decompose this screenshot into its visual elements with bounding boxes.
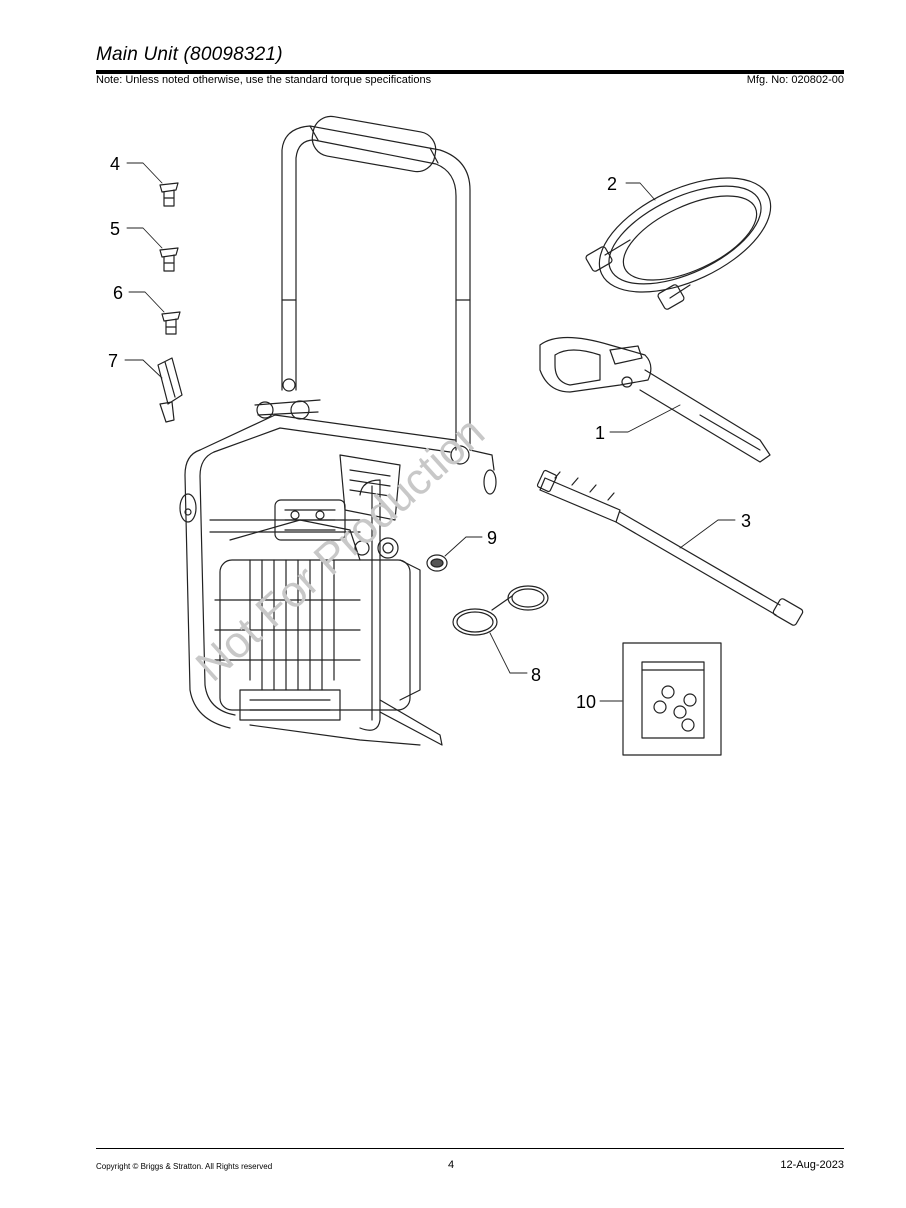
callout-2: 2 (607, 174, 617, 194)
watermark: Not For Production (187, 407, 494, 691)
page-number: 4 (448, 1159, 455, 1171)
callout-3: 3 (741, 511, 751, 531)
header-rule (96, 70, 844, 74)
callout-6: 6 (113, 283, 123, 303)
callout-4: 4 (110, 154, 120, 174)
kit-10 (622, 642, 722, 756)
torque-note: Note: Unless noted otherwise, use the st… (96, 74, 432, 86)
mfg-number: Mfg. No: 020802-00 (746, 74, 844, 86)
footer-date: 12-Aug-2023 (780, 1159, 844, 1171)
pump-body (214, 454, 421, 721)
hose-2 (585, 177, 772, 310)
frame-handle (281, 115, 471, 451)
cap-9 (426, 554, 448, 572)
leader-lines (124, 162, 736, 702)
callout-5: 5 (110, 219, 120, 239)
page-title: Main Unit (80098321) (96, 44, 283, 65)
wand-3 (536, 469, 804, 626)
footer-rule (96, 1148, 844, 1149)
callout-9: 9 (487, 528, 497, 548)
callout-8: 8 (531, 665, 541, 685)
copyright: Copyright © Briggs & Stratton. All Right… (96, 1162, 273, 1171)
callout-10: 10 (576, 692, 596, 712)
callout-7: 7 (108, 351, 118, 371)
nozzle-4 (159, 182, 179, 207)
nozzle-5 (159, 247, 179, 272)
turbo-nozzle-7 (157, 357, 183, 423)
bracket (450, 445, 497, 495)
strainer-8 (452, 585, 549, 636)
spray-gun-1 (539, 336, 771, 463)
callout-1: 1 (595, 423, 605, 443)
nozzle-6 (161, 311, 181, 335)
lower-frame (179, 399, 456, 746)
